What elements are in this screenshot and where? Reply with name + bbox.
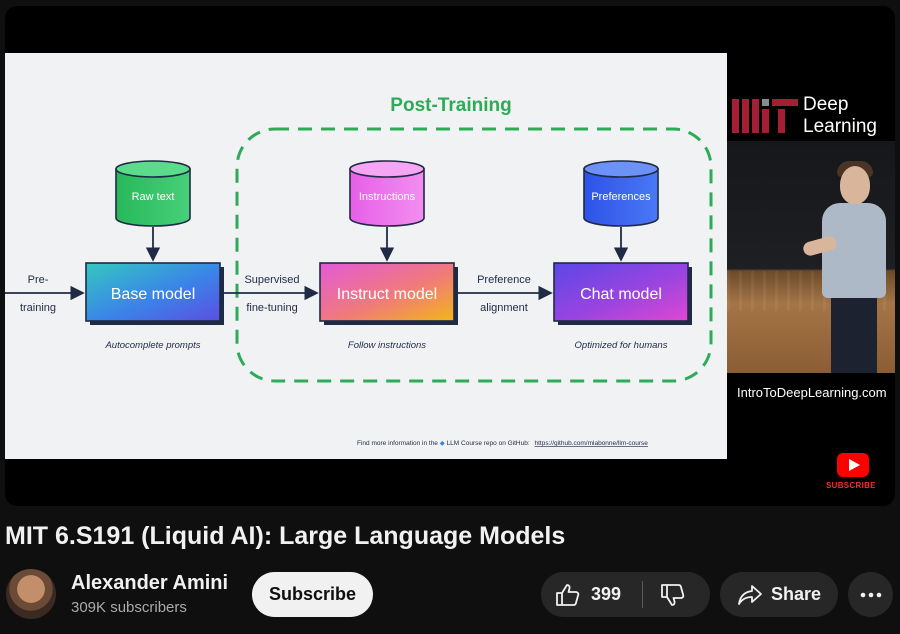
instruct-model-box — [319, 262, 455, 322]
thumbs-down-icon — [661, 584, 685, 606]
preferences-label: Preferences — [591, 191, 651, 203]
subscribe-watermark-label[interactable]: SUBSCRIBE — [826, 481, 876, 490]
video-player[interactable]: Post-Training Raw text Instructions Pref… — [5, 6, 895, 506]
instructions-database: Instructions — [349, 160, 425, 227]
thumbs-up-icon — [556, 583, 580, 606]
like-button[interactable]: 399 — [541, 572, 621, 617]
preference-label-2: alignment — [480, 302, 528, 314]
share-button[interactable]: Share — [720, 572, 838, 617]
caption-base: Autocomplete prompts — [104, 340, 200, 351]
subscriber-count: 309K subscribers — [71, 599, 187, 616]
chat-model-label: Chat model — [580, 286, 662, 303]
raw-text-database: Raw text — [115, 160, 191, 227]
preference-label-1: Preference — [477, 274, 531, 286]
channel-avatar[interactable] — [6, 569, 56, 619]
course-url: IntroToDeepLearning.com — [737, 385, 887, 400]
youtube-subscribe-icon[interactable] — [837, 453, 869, 477]
like-dislike-group: 399 — [541, 572, 710, 617]
sft-label-2: fine-tuning — [246, 302, 297, 314]
like-divider — [642, 581, 643, 608]
brand-line-1: Deep — [803, 94, 849, 115]
subscribe-button[interactable]: Subscribe — [252, 572, 373, 617]
brand-line-2: Learning — [803, 116, 877, 137]
share-label: Share — [770, 584, 822, 604]
pretraining-label-1: Pre- — [28, 274, 49, 286]
mit-logo — [732, 99, 798, 133]
post-training-diagram: Post-Training Raw text Instructions Pref… — [5, 95, 713, 447]
caption-instruct: Follow instructions — [348, 340, 426, 351]
sft-label-1: Supervised — [244, 274, 299, 286]
base-model-label: Base model — [111, 286, 196, 303]
share-icon — [738, 584, 762, 605]
instruct-model-label: Instruct model — [337, 286, 437, 303]
instructions-label: Instructions — [359, 191, 416, 203]
dislike-button[interactable] — [658, 582, 688, 608]
lecture-slide: Post-Training Raw text Instructions Pref… — [5, 53, 727, 459]
more-actions-button[interactable] — [848, 572, 893, 617]
preferences-database: Preferences — [583, 160, 659, 227]
like-count: 399 — [591, 584, 622, 604]
speaker-camera-feed — [727, 141, 895, 373]
raw-text-label: Raw text — [132, 191, 175, 203]
video-side-panel: Deep Learning IntroToDeepLearning.com SU… — [727, 53, 895, 490]
slide-title: Post-Training — [390, 95, 511, 116]
base-model-box — [85, 262, 221, 322]
pretraining-label-2: training — [20, 302, 56, 314]
channel-name[interactable]: Alexander Amini — [71, 572, 229, 594]
brand-text: Deep Learning — [803, 94, 877, 138]
footer-text: Find more information in the ◆ LLM Cours… — [357, 440, 648, 447]
video-title: MIT 6.S191 (Liquid AI): Large Language M… — [5, 522, 566, 550]
caption-chat: Optimized for humans — [575, 340, 668, 351]
chat-model-box — [553, 262, 689, 322]
more-horizontal-icon — [860, 592, 881, 597]
